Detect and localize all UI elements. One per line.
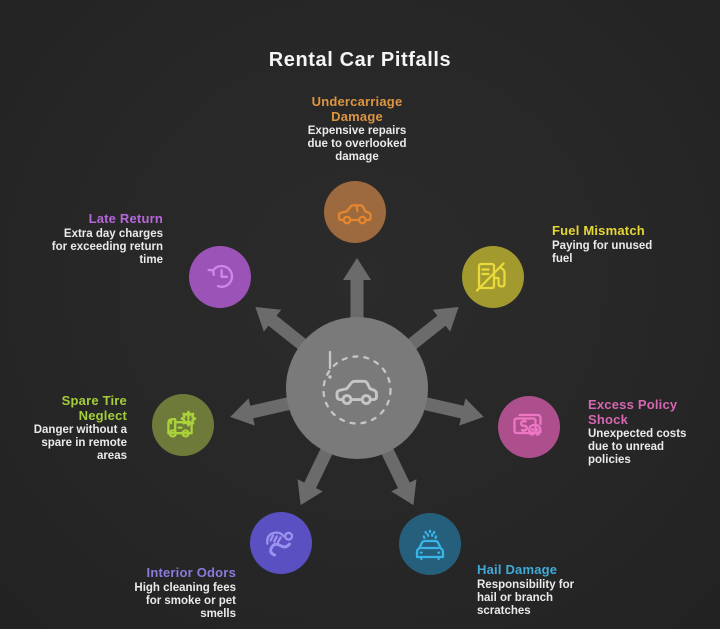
item-description: Expensive repairs due to overlooked dama…: [307, 125, 407, 164]
item-description: Extra day charges for exceeding return t…: [51, 227, 163, 266]
label-late-return: Late Return Extra day charges for exceed…: [18, 211, 163, 267]
hub-circle: [286, 317, 428, 459]
fuel-pump-slash-icon: [475, 262, 506, 292]
spare-tire-warning-icon: [167, 410, 197, 438]
item-description: High cleaning fees for smoke or pet smel…: [134, 581, 236, 620]
label-hail-damage: Hail Damage Responsibility for hail or b…: [477, 562, 622, 618]
odor-icon: [266, 531, 294, 557]
item-heading: Undercarriage Damage: [311, 94, 403, 124]
item-heading: Spare Tire Neglect: [61, 393, 127, 423]
page-title: Rental Car Pitfalls: [268, 49, 452, 71]
node-excess-policy-shock: [498, 396, 560, 458]
node-circle: [152, 394, 214, 456]
car-alert-icon: [322, 350, 392, 425]
node-late-return: [189, 246, 251, 308]
item-heading: Excess Policy Shock: [588, 397, 678, 427]
node-circle: [250, 512, 312, 574]
node-undercarriage-damage: [324, 181, 386, 243]
item-heading: Late Return: [88, 211, 163, 226]
car-icon: [337, 204, 372, 225]
label-spare-tire-neglect: Spare Tire Neglect Danger without a spar…: [7, 393, 127, 463]
node-circle: [399, 513, 461, 575]
label-fuel-mismatch: Fuel Mismatch Paying for unused fuel: [552, 223, 682, 266]
node-spare-tire-neglect: [152, 394, 214, 456]
item-heading: Interior Odors: [146, 565, 236, 580]
policy-skull-icon: [513, 413, 542, 436]
arrow-up: [343, 258, 371, 348]
node-circle: [189, 246, 251, 308]
item-description: Paying for unused fuel: [552, 239, 653, 265]
clock-return-icon: [207, 264, 234, 288]
label-excess-policy-shock: Excess Policy Shock Unexpected costs due…: [588, 397, 713, 467]
item-description: Danger without a spare in remote areas: [33, 424, 127, 463]
label-undercarriage-damage: Undercarriage Damage Expensive repairs d…: [272, 94, 442, 164]
label-interior-odors: Interior Odors High cleaning fees for sm…: [96, 565, 236, 621]
node-hail-damage: [399, 513, 461, 575]
hail-car-icon: [415, 529, 445, 561]
node-circle: [324, 181, 386, 243]
item-heading: Hail Damage: [477, 562, 558, 577]
node-interior-odors: [250, 512, 312, 574]
item-heading: Fuel Mismatch: [552, 223, 645, 238]
node-fuel-mismatch: [462, 246, 524, 308]
item-description: Unexpected costs due to unread policies: [588, 428, 687, 467]
item-description: Responsibility for hail or branch scratc…: [477, 578, 575, 617]
